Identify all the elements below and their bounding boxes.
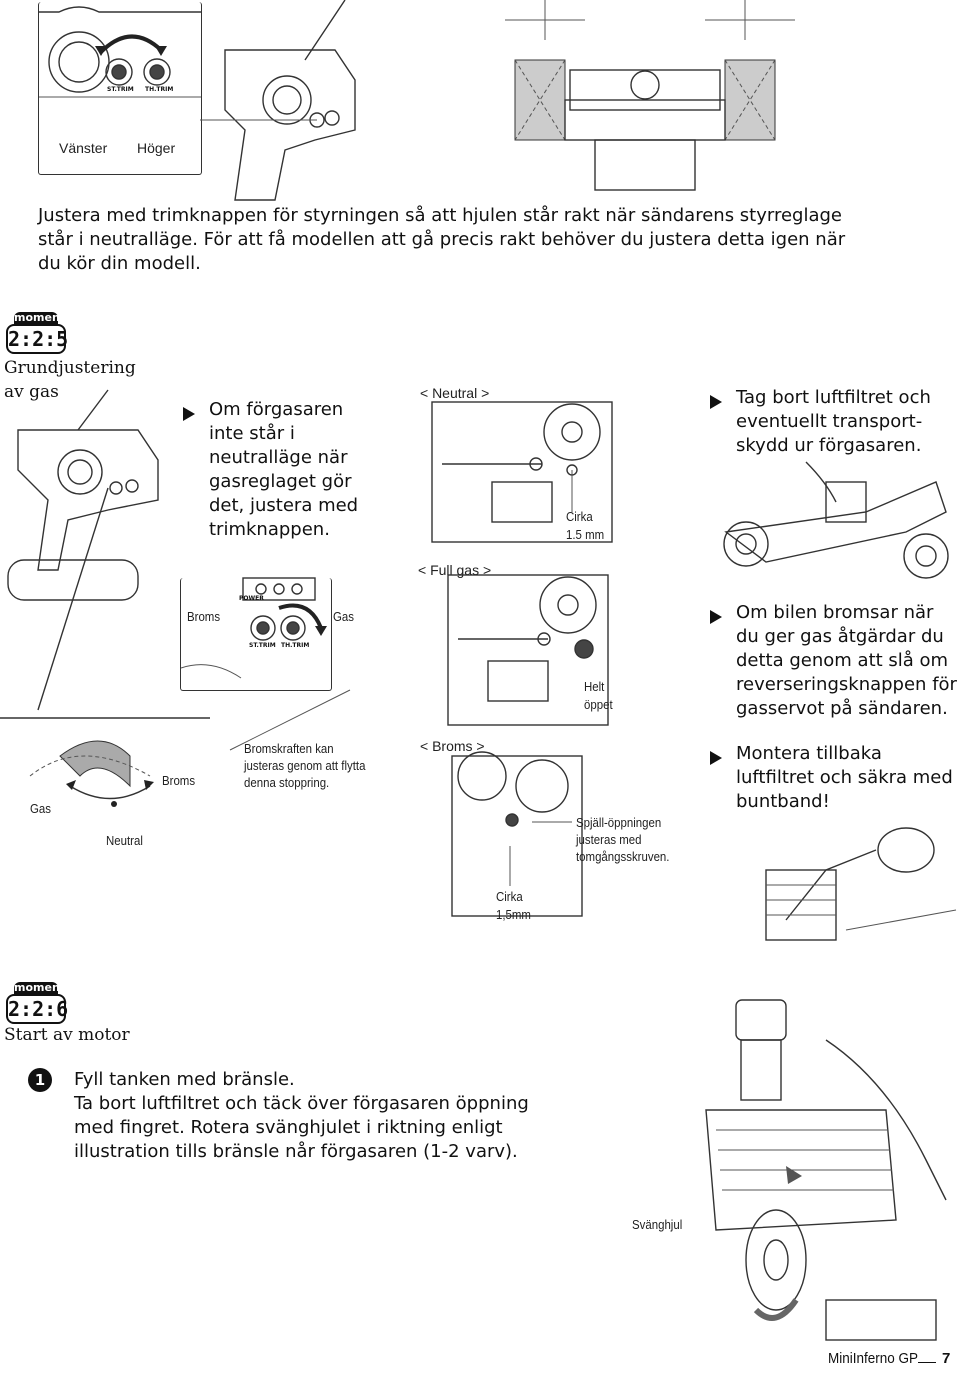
svanghjul-label: Svänghjul — [632, 1217, 683, 1232]
broms-label: < Broms > — [420, 738, 485, 754]
bullet-trim-adjust: Om förgasaren inte står i neutralläge nä… — [183, 398, 363, 542]
bullet-reverse-servo: Om bilen bromsar när du ger gas åtgärdar… — [710, 601, 960, 721]
footer-page-number: 7 — [942, 1350, 951, 1367]
section-title-start-motor: Start av motor — [4, 1025, 130, 1045]
oppet-label: öppet — [584, 697, 613, 712]
bullet-arrow-icon — [710, 395, 722, 409]
section-title-grundjustering: Grundjustering av gas — [4, 358, 136, 402]
bromskraft-text: Bromskraften kan justeras genom att flyt… — [244, 741, 366, 790]
gas-top-label: Gas — [333, 609, 354, 624]
engine-flywheel-illustration — [705, 999, 947, 1341]
intro-paragraph: Justera med trimknappen för styrningen s… — [38, 205, 846, 274]
bullet-arrow-icon — [710, 610, 722, 624]
footer-product: MiniInferno GP — [828, 1350, 919, 1367]
chassis-steering-illustration — [505, 0, 795, 191]
carburetor-full-gas-illustration — [447, 574, 609, 726]
spjall-text: Spjäll-öppningen justeras med tomgångssk… — [576, 815, 670, 864]
bullet-mount-text: Montera tillbaka luftfiltret och säkra m… — [736, 743, 953, 812]
brake-gas-trim-box: POWER ST.TRIM TH.TRIM Broms — [180, 577, 332, 691]
th-trim-label: TH.TRIM — [145, 86, 174, 93]
divider-line — [0, 717, 210, 719]
badge-moment-label: moment — [14, 981, 66, 994]
throttle-trigger-illustration — [29, 740, 154, 807]
th-trim-label-2: TH.TRIM — [281, 642, 310, 649]
step-badge-226: moment 2:2:6 — [6, 981, 68, 1024]
footer-rule — [918, 1362, 936, 1363]
bullet-trim-text: Om förgasaren inte står i neutralläge nä… — [209, 399, 359, 540]
bullet-reverse-text: Om bilen bromsar när du ger gas åtgärdar… — [736, 602, 957, 719]
step-text-2: Ta bort luftfiltret och täck över förgas… — [74, 1093, 529, 1162]
bullet-filter-text: Tag bort luftfiltret och eventuellt tran… — [736, 387, 931, 456]
leader-line — [229, 689, 351, 751]
step-number-circle: 1 — [28, 1068, 52, 1092]
cirka-value-2: 1,5mm — [496, 907, 531, 922]
carburetor-brake-illustration — [451, 751, 583, 917]
power-label: POWER — [239, 595, 264, 602]
badge-number: 2:2:6 — [6, 994, 68, 1024]
neutral-label: < Neutral > — [420, 385, 490, 401]
broms-right-label: Broms — [162, 773, 196, 788]
transmitter-illustration-top — [200, 0, 356, 201]
transmitter-trim-illustration — [39, 6, 201, 98]
cirka-label-1: Cirka — [566, 509, 593, 524]
step-text-1: Fyll tanken med bränsle. — [74, 1069, 295, 1090]
right-label: Höger — [137, 140, 176, 156]
left-label: Vänster — [59, 140, 108, 156]
step-badge-225: moment 2:2:5 — [6, 311, 68, 354]
badge-moment-label: moment — [14, 311, 66, 324]
neutral-bottom-label: Neutral — [106, 833, 143, 848]
st-trim-label-2: ST.TRIM — [249, 642, 276, 649]
st-trim-label: ST.TRIM — [107, 86, 134, 93]
broms-top-label: Broms — [187, 609, 221, 624]
step-number: 1 — [34, 1071, 46, 1089]
helt-label: Helt — [584, 679, 605, 694]
buggy-illustration — [723, 461, 949, 579]
transmitter-illustration-left — [7, 389, 159, 711]
bullet-mount-filter: Montera tillbaka luftfiltret och säkra m… — [710, 742, 955, 814]
cirka-label-2: Cirka — [496, 889, 523, 904]
bullet-arrow-icon — [183, 407, 195, 421]
badge-number: 2:2:5 — [6, 324, 68, 354]
engine-filter-illustration — [765, 827, 957, 941]
bullet-arrow-icon — [710, 751, 722, 765]
trim-dial-illustration — [180, 577, 327, 679]
bullet-remove-filter: Tag bort luftfiltret och eventuellt tran… — [710, 386, 950, 458]
cirka-value-1: 1.5 mm — [566, 527, 605, 542]
trim-detail-box: ST.TRIM TH.TRIM Vänster Höger — [38, 2, 202, 175]
carburetor-neutral-illustration — [431, 401, 613, 543]
full-gas-label: < Full gas > — [418, 562, 492, 578]
gas-left-label: Gas — [30, 801, 51, 816]
